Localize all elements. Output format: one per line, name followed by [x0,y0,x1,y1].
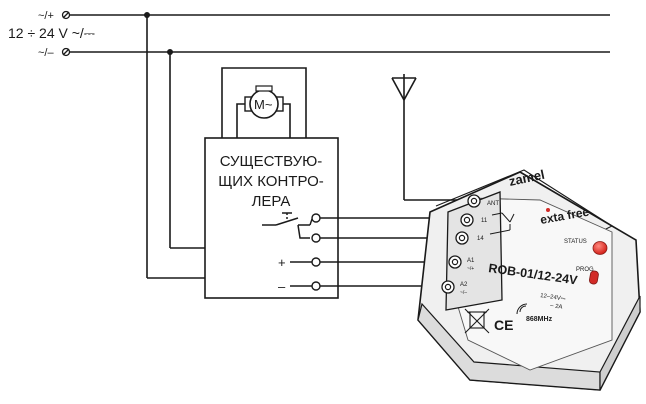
prog-label: PROG [576,267,594,273]
frequency-label: 868MHz [526,316,553,323]
controller-title-line3: ЛЕРА [252,193,291,210]
wireless-icon [516,303,528,315]
supply-terminal-markers [61,10,71,57]
status-led [592,241,608,255]
junction-dot [167,49,173,55]
motor-symbol: M~ [244,85,284,119]
motor-label: M~ [254,97,273,112]
terminal-ant-label: ANT [487,201,499,207]
terminal-14-label: 14 [477,236,484,242]
controller-title-line1: СУЩЕСТВУЮ- [220,153,323,170]
supply-line-minus-label: ~/– [38,47,54,59]
terminal-a1-label: A1 [467,258,475,264]
ce-mark: CE [494,317,513,333]
rating-current: – 2A [550,303,563,311]
controller-minus-label: – [278,279,286,294]
pushbutton-contact [262,212,310,239]
terminal-a1-sign: ~/+ [467,266,474,272]
supply-line-plus-label: ~/+ [38,10,54,22]
terminal-a2-sign: ~/– [460,290,467,296]
brand-logo: zamel [508,167,546,189]
controller-internal-leads [290,218,313,287]
weee-bin-icon [464,308,490,334]
relay-contact-symbol [489,212,515,235]
terminal-11-label: 11 [481,218,488,224]
rating-voltage: 12–24V⎓ [540,293,566,303]
module-terminal-block [441,191,503,311]
prog-button [588,270,599,285]
controller-plus-label: + [278,255,286,270]
supply-lines [70,14,610,279]
controller-title-line2: ЩИХ КОНТРО- [218,173,324,190]
junction-dot [144,12,150,18]
status-label: STATUS [564,239,587,245]
terminal-a2-label: A2 [460,282,468,288]
antenna [391,74,472,201]
motor-wiring [221,67,307,138]
supply-voltage-label: 12 ÷ 24 V ~/⎓ [8,25,95,41]
system-logo-accent [546,208,550,212]
